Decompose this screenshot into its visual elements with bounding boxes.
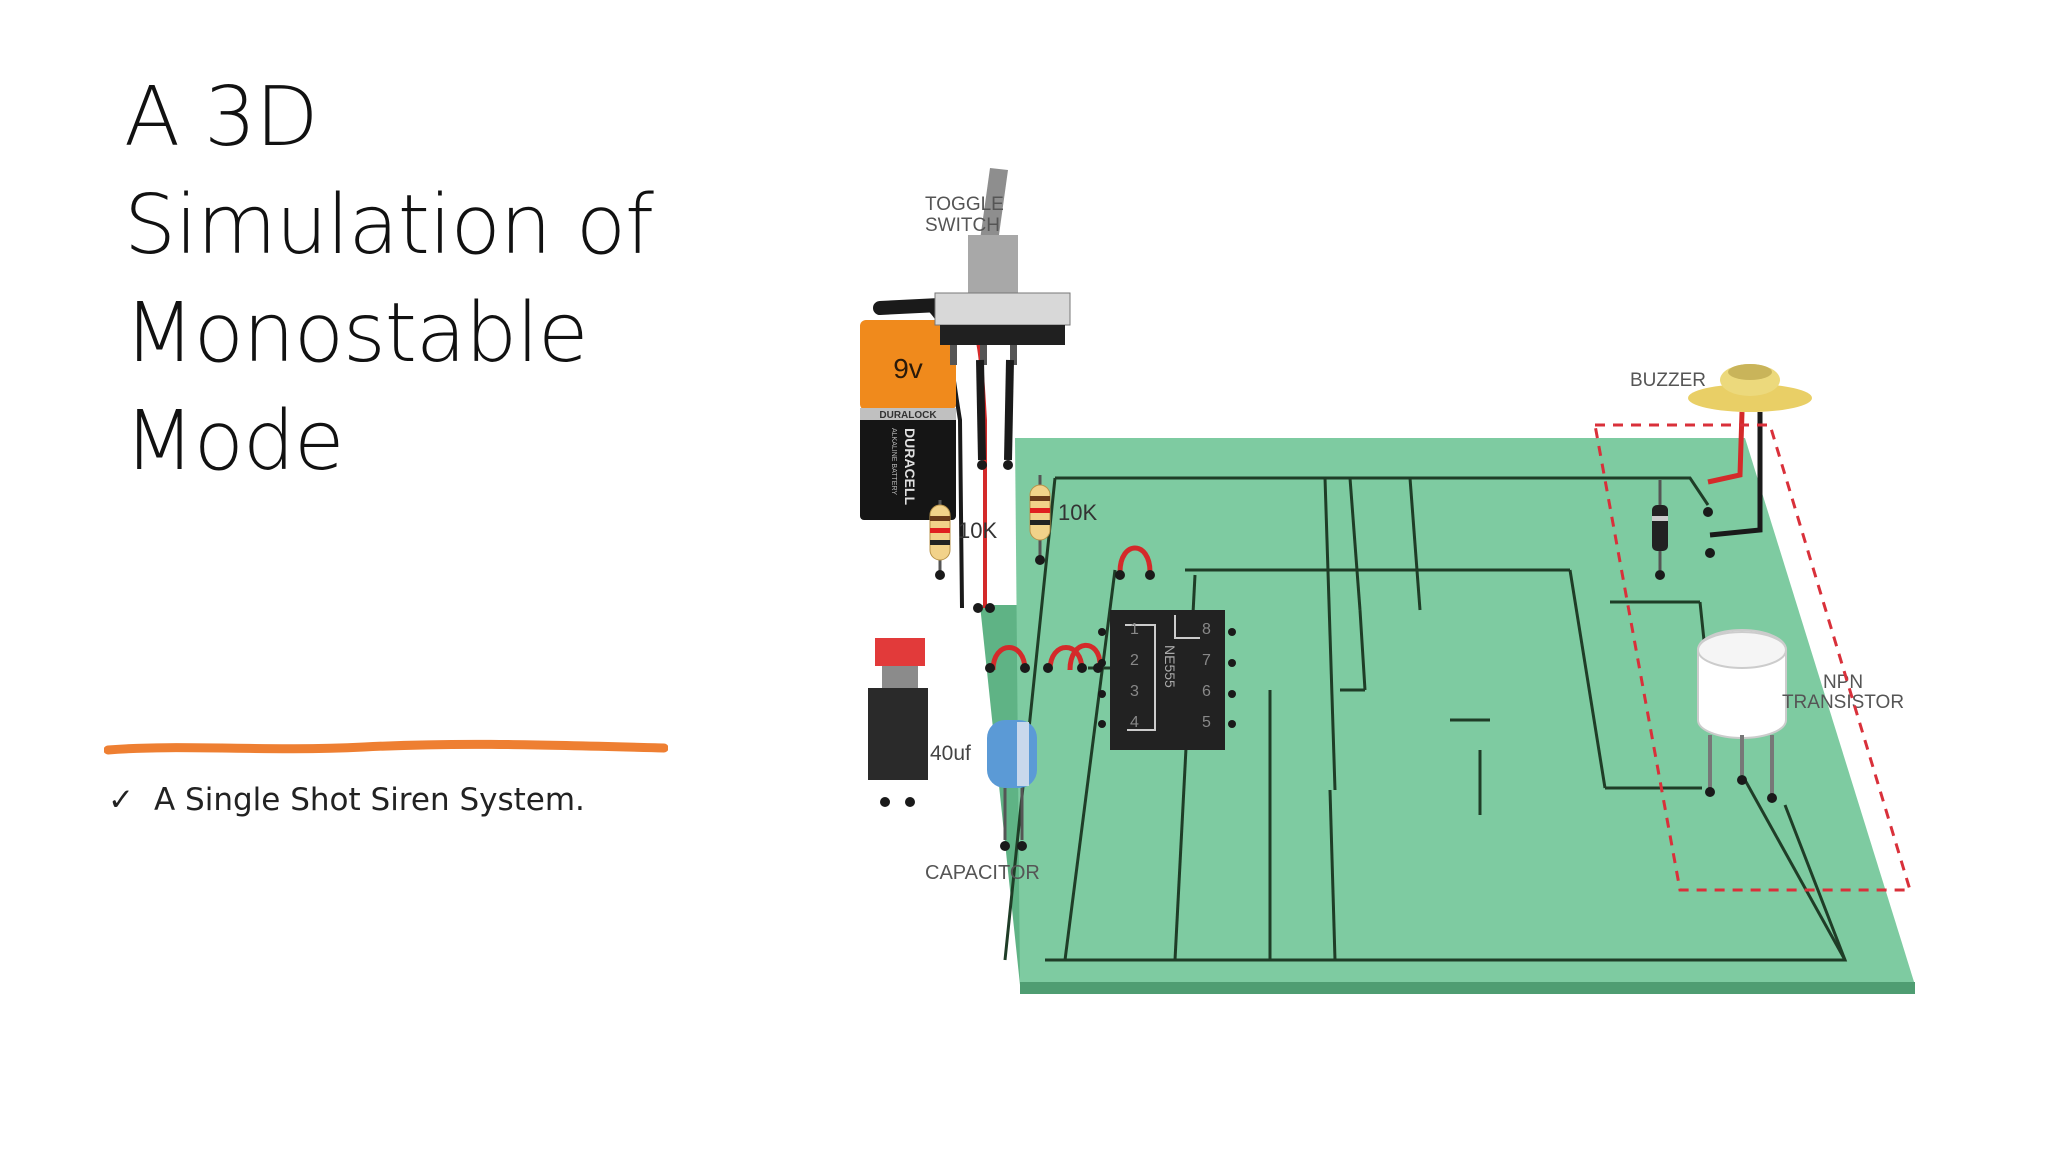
title-line: A 3D <box>124 70 318 165</box>
checkmark-icon: ✓ <box>108 782 134 818</box>
ic-pin-4: 4 <box>1130 714 1139 731</box>
capacitor-value-label: 40uf <box>930 742 971 765</box>
ic-name-label: NE555 <box>1162 645 1178 688</box>
buzzer: BUZZER <box>1630 364 1812 558</box>
npn-label-2: TRANSISTOR <box>1782 692 1904 713</box>
dashed-highlight-box <box>1593 423 1913 892</box>
push-button <box>868 638 928 807</box>
battery-sub-label: ALKALINE BATTERY <box>890 428 897 495</box>
title-line: Simulation of <box>124 178 654 273</box>
npn-transistor: NPN TRANSISTOR <box>1697 629 1904 803</box>
resistor-left: 10K <box>929 500 997 575</box>
toggle-switch-label-2: SWITCH <box>925 215 1000 236</box>
battery-9v: 9v DURALOCK DURACELL ALKALINE BATTERY <box>860 297 995 613</box>
ic-ne555: NE555 1 2 3 4 8 7 6 5 <box>1110 610 1225 750</box>
title-line: Mode <box>124 394 344 489</box>
pcb-traces <box>1003 476 1848 962</box>
diode <box>1652 480 1668 580</box>
ic-pin-6: 6 <box>1202 683 1211 700</box>
circuit-diagram: 9v DURALOCK DURACELL ALKALINE BATTERY TO… <box>860 168 1915 994</box>
npn-label-1: NPN <box>1823 672 1863 693</box>
resistor-left-label: 10K <box>958 518 997 543</box>
ic-pin-7: 7 <box>1202 652 1211 669</box>
battery-band-label: DURALOCK <box>879 410 937 421</box>
ic-pin-3: 3 <box>1130 683 1139 700</box>
solder-pads <box>935 555 1236 728</box>
title-line: Monostable <box>124 286 588 381</box>
toggle-switch: TOGGLE SWITCH <box>925 168 1071 470</box>
accent-underline <box>104 739 668 755</box>
resistor-right-label: 10K <box>1058 500 1097 525</box>
capacitor: 40uf CAPACITOR <box>925 720 1040 884</box>
slide-title: A 3D Simulation of Monostable Mode <box>124 64 764 496</box>
bullet-item: ✓ A Single Shot Siren System. <box>108 782 585 818</box>
jumper-wires <box>990 545 1153 671</box>
bullet-text: A Single Shot Siren System. <box>154 782 585 818</box>
battery-brand-label: DURACELL <box>902 428 918 505</box>
buzzer-label: BUZZER <box>1630 370 1706 391</box>
toggle-switch-label-1: TOGGLE <box>925 194 1004 215</box>
resistor-right: 10K <box>1029 475 1097 560</box>
battery-voltage-label: 9v <box>893 353 923 384</box>
capacitor-label: CAPACITOR <box>925 862 1040 884</box>
ic-pin-2: 2 <box>1130 652 1139 669</box>
ic-pin-8: 8 <box>1202 621 1211 638</box>
ic-pin-5: 5 <box>1202 714 1211 731</box>
ic-pin-1: 1 <box>1130 621 1139 638</box>
